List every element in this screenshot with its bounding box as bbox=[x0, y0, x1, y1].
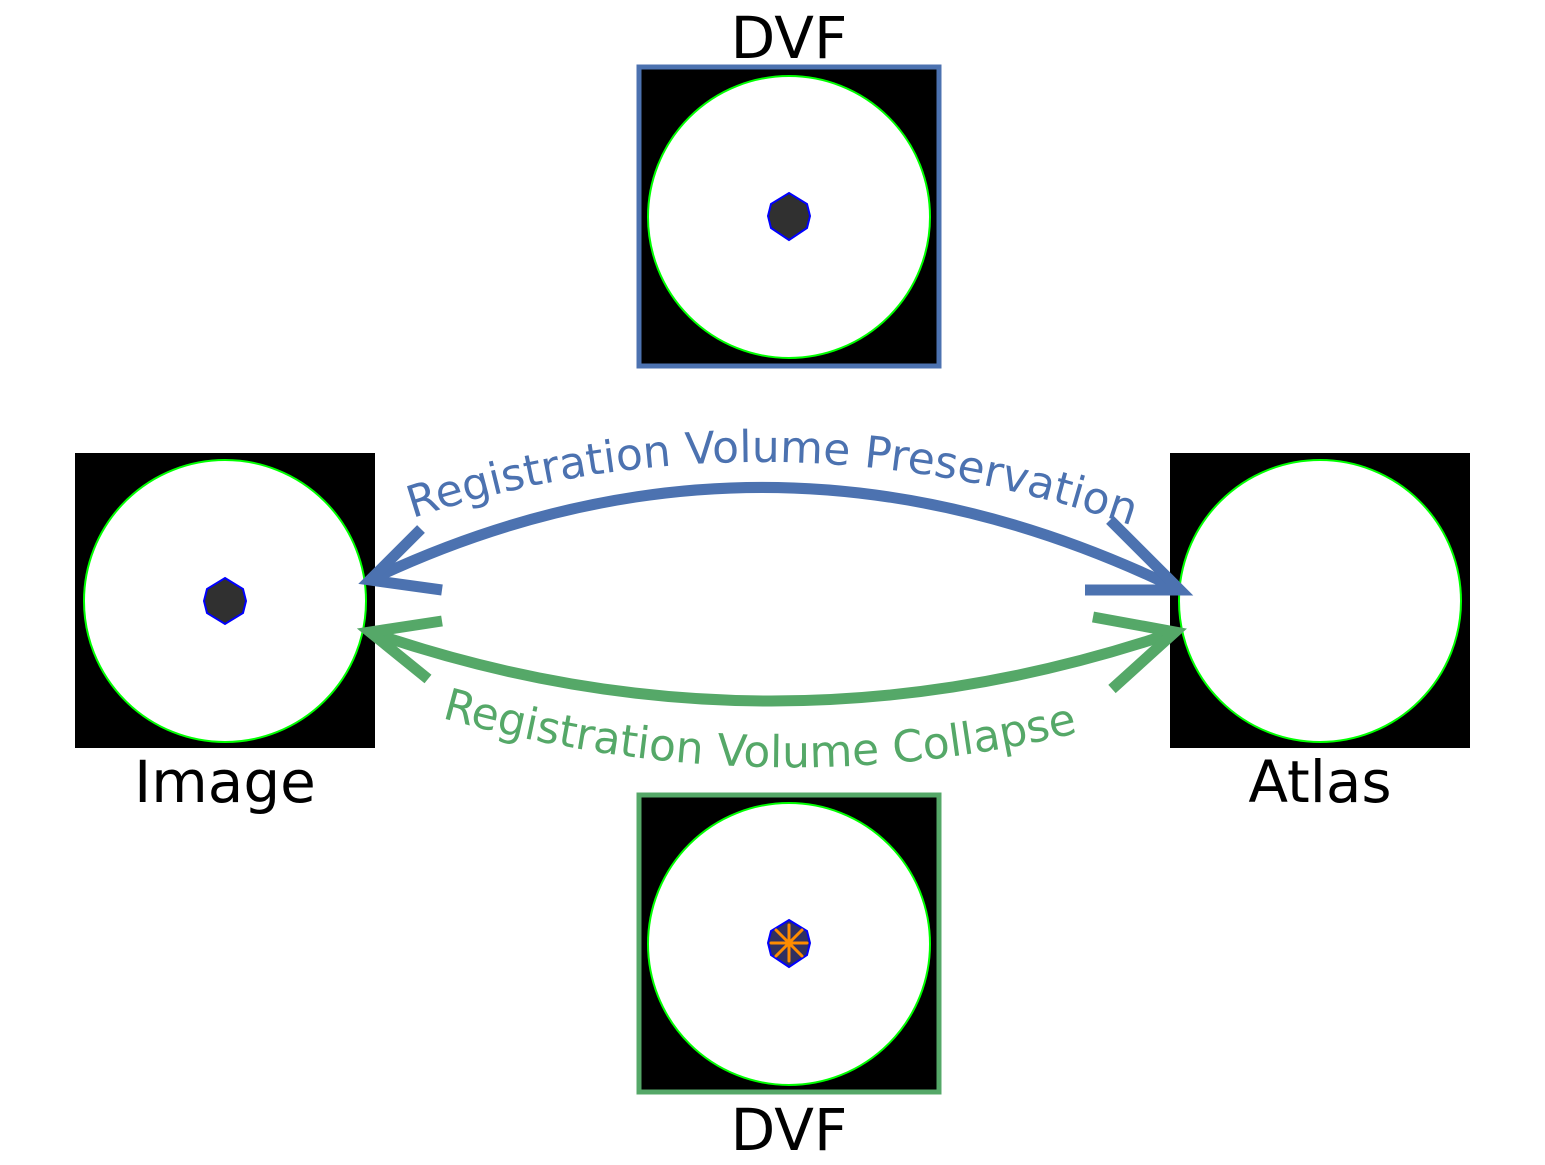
dvf-top-panel bbox=[636, 64, 942, 369]
image-panel bbox=[75, 453, 375, 748]
dvf-top-title: DVF bbox=[731, 4, 848, 72]
collapse-label-path: Registration Volume Collapse bbox=[439, 679, 1081, 778]
collapse-vector-burst bbox=[769, 923, 809, 963]
preservation-arrowhead-right bbox=[1085, 516, 1194, 596]
collapse-arrow bbox=[356, 611, 1187, 707]
atlas-title: Atlas bbox=[1248, 748, 1391, 816]
image-title: Image bbox=[134, 748, 316, 816]
dvf-top-center-marker bbox=[766, 191, 812, 242]
image-center-marker bbox=[202, 576, 248, 626]
dvf-bottom-panel bbox=[636, 792, 942, 1095]
collapse-arrowhead-right bbox=[1092, 611, 1187, 694]
preservation-label: Registration Volume Preservation bbox=[400, 422, 1144, 536]
preservation-arrowhead-left bbox=[358, 525, 443, 596]
preservation-label-path: Registration Volume Preservation bbox=[400, 422, 1144, 536]
atlas-panel bbox=[1170, 453, 1470, 748]
preservation-arrow bbox=[358, 482, 1194, 596]
collapse-label: Registration Volume Collapse bbox=[439, 679, 1081, 778]
dvf-bottom-title: DVF bbox=[731, 1096, 848, 1164]
collapse-arrowhead-left bbox=[356, 615, 443, 684]
